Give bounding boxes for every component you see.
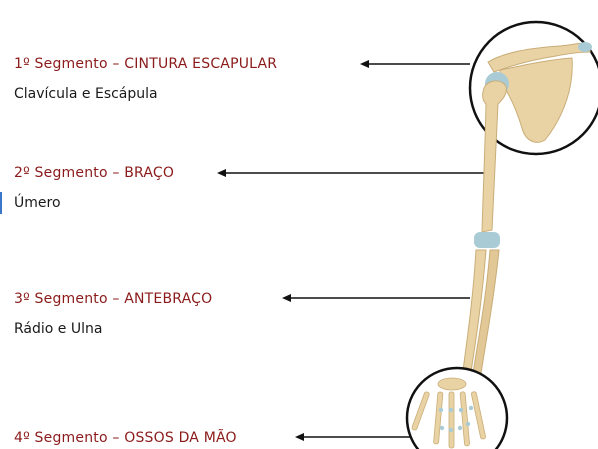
finger-bone-2 <box>448 391 455 449</box>
finger-bone-3 <box>459 391 470 447</box>
segment-3-title: 3º Segmento – ANTEBRAÇO <box>14 291 213 307</box>
humerus-bone <box>481 80 507 233</box>
segment-1-label: 1º Segmento – CINTURA ESCAPULAR Clavícul… <box>14 56 277 102</box>
scapula-bone <box>499 57 573 143</box>
segment-1-bones: Clavícula e Escápula <box>14 86 158 102</box>
shoulder-detail <box>468 20 598 156</box>
arrow-head-segment-2 <box>217 169 226 177</box>
carpal-bones <box>437 377 467 391</box>
forearm-bones <box>461 249 500 381</box>
segment-3-label: 3º Segmento – ANTEBRAÇO Rádio e Ulna <box>14 291 212 337</box>
finger-bone-1 <box>433 391 444 445</box>
hand-detail <box>405 366 509 449</box>
segment-3-bones: Rádio e Ulna <box>14 321 103 337</box>
arrow-head-segment-3 <box>282 294 291 302</box>
segment-4-label: 4º Segmento – OSSOS DA MÃO <box>14 430 237 446</box>
arrow-head-segment-1 <box>360 60 369 68</box>
thumb-bone <box>411 391 430 431</box>
elbow-cartilage <box>474 232 500 248</box>
segment-1-title: 1º Segmento – CINTURA ESCAPULAR <box>14 56 278 72</box>
clavicle-bone <box>487 42 591 73</box>
segment-2-label: 2º Segmento – BRAÇO Úmero <box>14 165 174 211</box>
hand-bones <box>411 377 486 449</box>
edge-accent-bar <box>0 192 2 214</box>
segment-2-bones: Úmero <box>14 195 61 211</box>
segment-4-title: 4º Segmento – OSSOS DA MÃO <box>14 430 237 446</box>
segment-2-title: 2º Segmento – BRAÇO <box>14 165 175 181</box>
sternal-cartilage <box>578 42 592 52</box>
finger-bone-4 <box>471 391 486 440</box>
arrow-head-segment-4 <box>295 433 304 441</box>
hand-joints <box>438 405 474 433</box>
upper-arm-bones <box>474 80 507 248</box>
pointer-arrows <box>217 60 486 441</box>
